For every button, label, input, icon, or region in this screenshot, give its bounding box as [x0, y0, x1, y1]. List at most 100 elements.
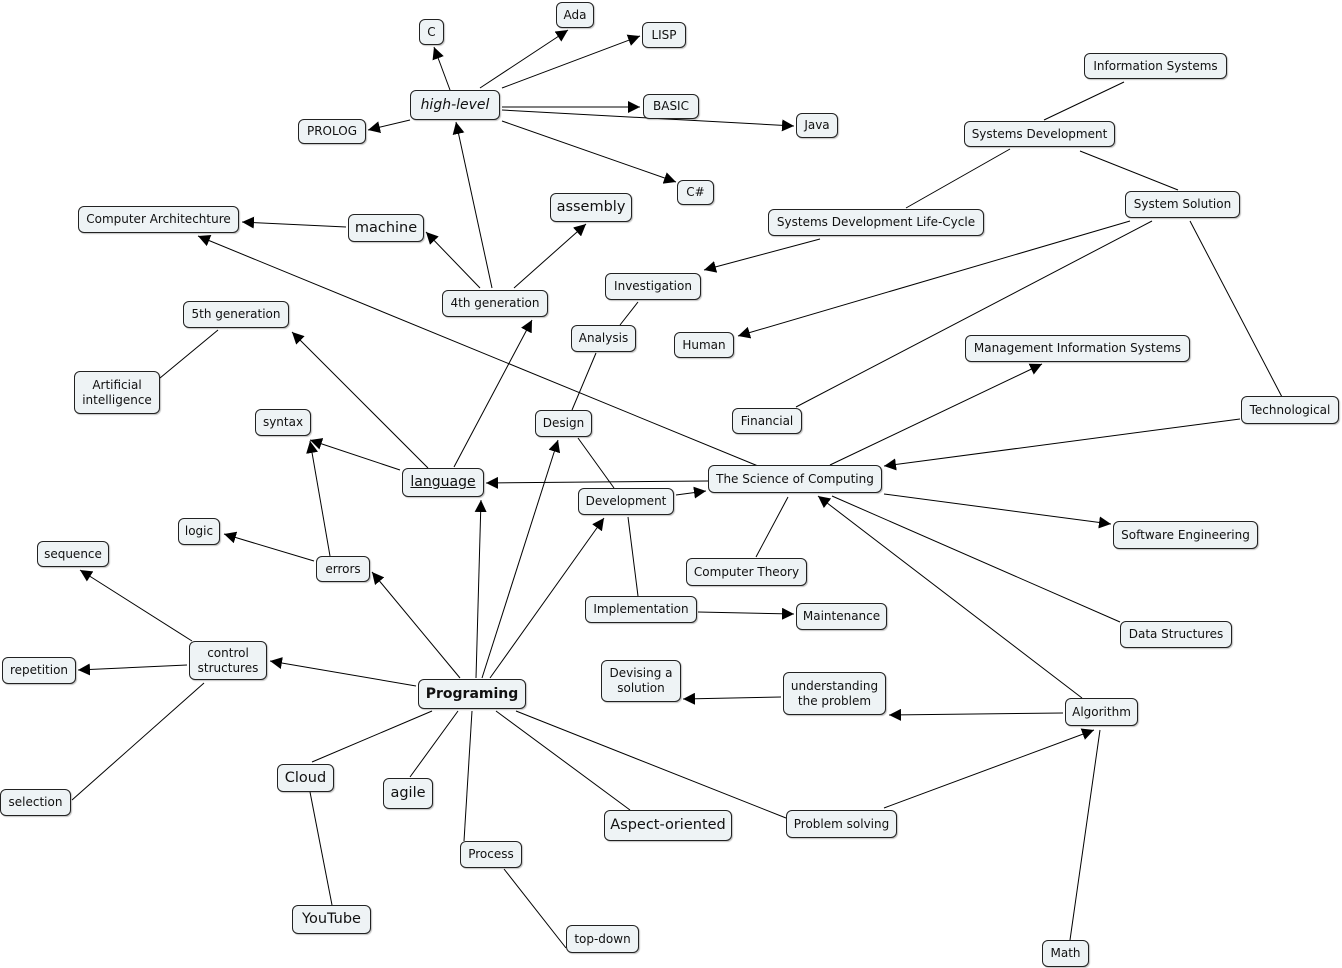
concept-node-syntax[interactable]: syntax [255, 409, 311, 436]
link-science-to-comparch [197, 235, 759, 467]
link-syssol-to-technological [1189, 220, 1283, 398]
concept-node-implementation[interactable]: Implementation [585, 596, 697, 623]
concept-node-errors[interactable]: errors [316, 556, 370, 582]
concept-node-cloud[interactable]: Cloud [277, 764, 334, 792]
concept-node-gen4[interactable]: 4th generation [442, 290, 548, 317]
link-errors-to-logic [223, 531, 315, 562]
concept-node-selection[interactable]: selection [0, 789, 71, 816]
link-sysdev-to-syssol [1079, 150, 1179, 191]
link-process-to-topdown [503, 868, 567, 949]
concept-node-math[interactable]: Math [1042, 940, 1089, 967]
link-programing-to-agile [409, 710, 459, 778]
concept-node-prolog[interactable]: PROLOG [298, 119, 366, 144]
link-gen5-to-ai [159, 329, 219, 379]
concept-node-financial[interactable]: Financial [732, 408, 802, 434]
link-understanding-to-devising [682, 692, 782, 705]
concept-node-maintenance[interactable]: Maintenance [796, 603, 887, 630]
concept-node-sequence[interactable]: sequence [37, 541, 109, 567]
concept-node-syssol[interactable]: System Solution [1125, 191, 1240, 218]
concept-node-development[interactable]: Development [578, 488, 674, 515]
link-technological-to-science [883, 418, 1241, 471]
link-highlevel-to-ada [479, 29, 569, 89]
concept-node-sdlc[interactable]: Systems Development Life-Cycle [768, 209, 984, 236]
concept-node-algorithm[interactable]: Algorithm [1065, 698, 1138, 726]
link-science-to-mis [829, 363, 1043, 466]
link-programing-to-cloud [311, 710, 433, 763]
link-design-to-development [577, 437, 615, 489]
link-development-to-science [675, 486, 707, 499]
concept-node-comparch[interactable]: Computer Architechture [78, 206, 239, 233]
link-gen4-to-machine [425, 231, 481, 289]
link-cloud-to-youtube [309, 791, 333, 906]
concept-node-control[interactable]: control structures [189, 641, 267, 680]
link-sysdev-to-sdlc [905, 148, 1011, 209]
link-language-to-syntax [309, 438, 401, 471]
concept-node-comptheory[interactable]: Computer Theory [686, 558, 807, 586]
link-science-to-comptheory [755, 496, 789, 558]
concept-node-aspect[interactable]: Aspect-oriented [604, 810, 732, 841]
concept-node-investigation[interactable]: Investigation [605, 273, 701, 300]
link-syssol-to-financial [795, 220, 1153, 408]
concept-node-csharp[interactable]: C# [677, 180, 714, 205]
link-highlevel-to-csharp [501, 120, 677, 184]
concept-node-assembly[interactable]: assembly [550, 193, 632, 222]
link-algorithm-to-science [817, 495, 1083, 699]
link-programing-to-development [489, 517, 605, 679]
link-highlevel-to-prolog [367, 119, 411, 134]
link-programing-to-aspect [495, 710, 631, 811]
concept-node-machine[interactable]: machine [348, 214, 424, 242]
link-analysis-to-design [571, 352, 597, 411]
link-errors-to-syntax [306, 440, 331, 557]
concept-node-basic[interactable]: BASIC [643, 94, 699, 119]
concept-node-problem[interactable]: Problem solving [786, 810, 897, 838]
link-science-to-language [485, 476, 709, 489]
link-programing-to-language [474, 499, 487, 679]
link-programing-to-process [463, 710, 473, 842]
concept-node-infosys[interactable]: Information Systems [1084, 53, 1227, 79]
concept-node-understanding[interactable]: understanding the problem [783, 672, 886, 715]
link-gen4-to-highlevel [452, 121, 493, 289]
concept-node-softeng[interactable]: Software Engineering [1113, 521, 1258, 549]
link-infosys-to-sysdev [1043, 81, 1125, 121]
link-gen4-to-assembly [513, 223, 587, 289]
link-highlevel-to-lisp [501, 34, 641, 89]
concept-node-science[interactable]: The Science of Computing [708, 465, 882, 493]
link-science-to-datastruct [831, 495, 1121, 623]
link-implementation-to-maintenance [697, 607, 795, 620]
concept-node-datastruct[interactable]: Data Structures [1120, 621, 1232, 648]
concept-node-programing[interactable]: Programing [418, 679, 526, 709]
concept-node-human[interactable]: Human [674, 332, 734, 358]
concept-node-process[interactable]: Process [460, 841, 522, 868]
link-syssol-to-human [737, 220, 1131, 339]
concept-node-sysdev[interactable]: Systems Development [964, 121, 1115, 147]
concept-node-analysis[interactable]: Analysis [571, 325, 636, 352]
concept-node-logic[interactable]: logic [178, 518, 220, 545]
concept-node-technological[interactable]: Technological [1241, 396, 1339, 424]
concept-node-highlevel[interactable]: high-level [410, 90, 500, 120]
link-problem-to-algorithm [883, 728, 1095, 809]
concept-node-youtube[interactable]: YouTube [292, 905, 371, 934]
concept-node-lisp[interactable]: LISP [642, 22, 686, 48]
concept-node-devising[interactable]: Devising a solution [601, 660, 681, 702]
concept-node-mis[interactable]: Management Information Systems [965, 335, 1190, 362]
link-programing-to-errors [371, 571, 461, 679]
concept-node-agile[interactable]: agile [383, 778, 433, 809]
link-programing-to-control [269, 657, 417, 687]
link-programing-to-problem [515, 710, 787, 819]
concept-node-repetition[interactable]: repetition [2, 657, 76, 684]
concept-node-java[interactable]: Java [796, 113, 838, 138]
concept-node-design[interactable]: Design [535, 410, 592, 437]
concept-node-topdown[interactable]: top-down [566, 925, 639, 953]
link-control-to-repetition [77, 663, 188, 676]
link-language-to-gen5 [291, 331, 429, 469]
link-language-to-gen4 [453, 319, 533, 468]
concept-node-language[interactable]: language [402, 468, 484, 497]
link-algorithm-to-understanding [888, 708, 1064, 721]
concept-node-ai[interactable]: Artificial intelligence [74, 371, 160, 414]
concept-node-gen5[interactable]: 5th generation [183, 301, 289, 328]
link-science-to-softeng [883, 493, 1112, 529]
concept-node-c[interactable]: C [419, 19, 444, 45]
link-investigation-to-analysis [619, 301, 639, 326]
concept-node-ada[interactable]: Ada [556, 2, 594, 28]
